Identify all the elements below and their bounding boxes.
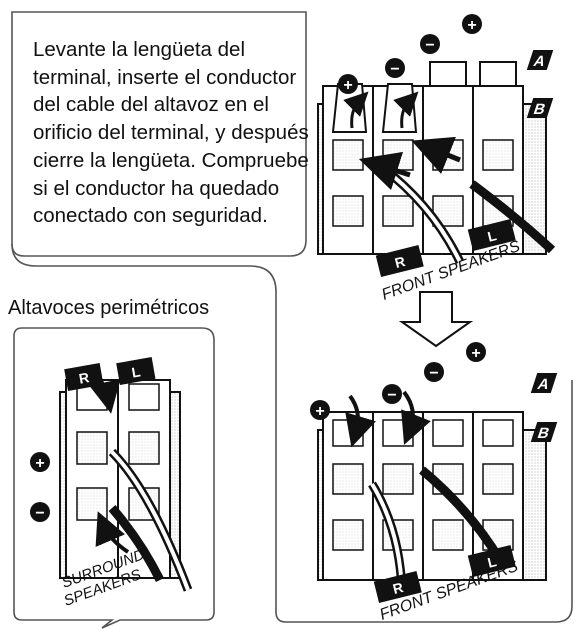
surround-channel-label-r: R bbox=[64, 363, 104, 391]
svg-text:R: R bbox=[393, 253, 407, 271]
svg-text:B: B bbox=[535, 425, 551, 442]
surround-title: Altavoces perimétricos bbox=[8, 297, 210, 319]
svg-text:B: B bbox=[531, 101, 547, 118]
svg-text:−: − bbox=[429, 365, 438, 382]
svg-text:−: − bbox=[35, 505, 44, 522]
polarity-minus-icon: − bbox=[424, 362, 444, 382]
svg-text:−: − bbox=[425, 37, 434, 54]
polarity-plus-icon: + bbox=[466, 342, 486, 362]
group-label-b: B bbox=[526, 98, 554, 118]
group-label-a: A bbox=[526, 50, 554, 70]
group-label-b: B bbox=[530, 422, 558, 442]
svg-text:+: + bbox=[467, 17, 476, 34]
polarity-minus-icon: − bbox=[420, 34, 440, 54]
svg-text:+: + bbox=[471, 345, 480, 362]
svg-text:+: + bbox=[343, 77, 352, 94]
polarity-plus-icon: + bbox=[462, 14, 482, 34]
channel-label-r: R bbox=[373, 571, 422, 604]
svg-text:+: + bbox=[315, 403, 324, 420]
front-terminal-open bbox=[317, 61, 556, 264]
callout-connector bbox=[11, 243, 573, 623]
svg-text:−: − bbox=[387, 387, 396, 404]
polarity-minus-icon: − bbox=[382, 384, 402, 404]
polarity-plus-icon: + bbox=[30, 452, 50, 472]
surround-channel-label-l: L bbox=[116, 357, 156, 385]
surround-frame bbox=[13, 327, 215, 629]
channel-label-l: L bbox=[467, 219, 516, 252]
svg-text:A: A bbox=[535, 376, 551, 393]
polarity-minus-icon: − bbox=[385, 58, 405, 78]
sequence-arrow bbox=[398, 291, 474, 348]
svg-text:R: R bbox=[391, 579, 405, 597]
svg-text:L: L bbox=[130, 363, 142, 380]
svg-text:R: R bbox=[78, 369, 91, 387]
polarity-minus-icon: − bbox=[30, 502, 50, 522]
instruction-text: Levante la lengüeta del terminal, insert… bbox=[33, 38, 309, 228]
group-label-a: A bbox=[530, 373, 558, 393]
svg-text:+: + bbox=[35, 455, 44, 472]
channel-label-r: R bbox=[375, 245, 424, 278]
channel-label-l: L bbox=[467, 545, 516, 578]
polarity-plus-icon: + bbox=[338, 74, 358, 94]
svg-text:−: − bbox=[390, 61, 399, 78]
polarity-plus-icon: + bbox=[310, 400, 330, 420]
svg-text:A: A bbox=[531, 53, 547, 70]
